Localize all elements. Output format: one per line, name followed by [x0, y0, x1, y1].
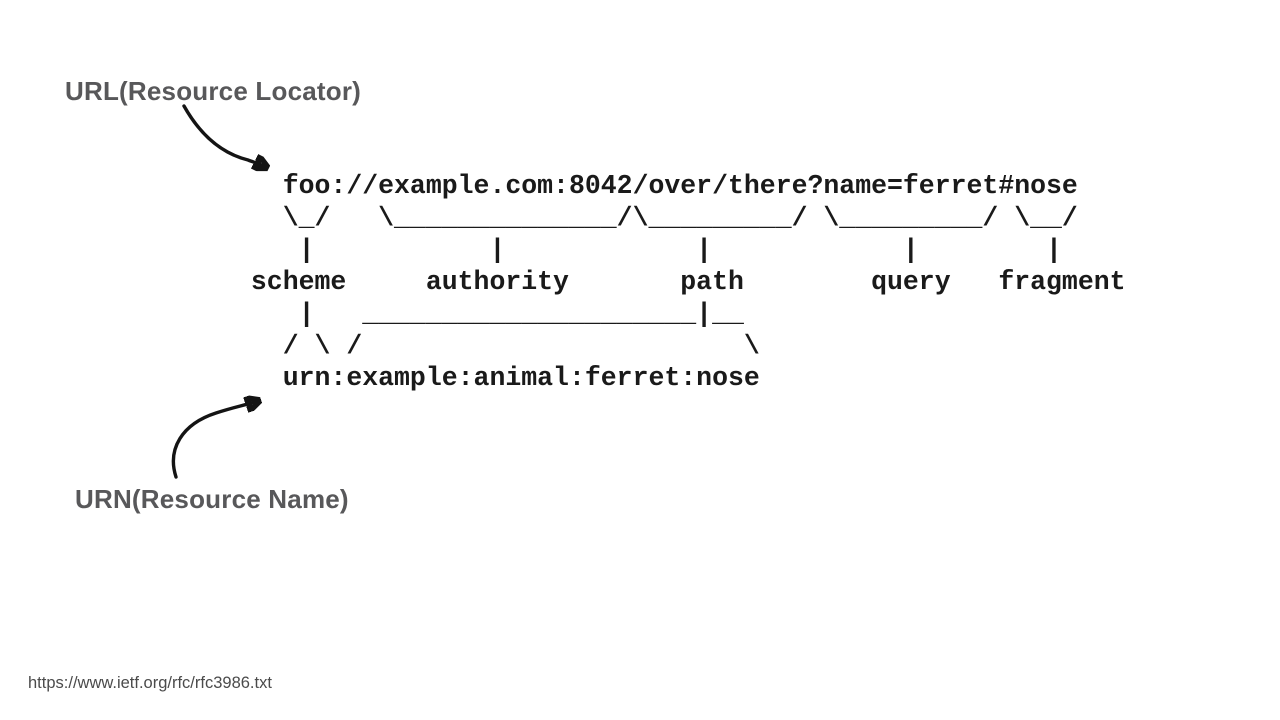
- source-url: https://www.ietf.org/rfc/rfc3986.txt: [28, 674, 272, 692]
- ascii-line-urn: urn:example:animal:ferret:nose: [235, 363, 760, 393]
- ascii-line-component-labels: scheme authority path query fragment: [235, 267, 1126, 297]
- ascii-line-urn-connector-bottom: / \ / \: [235, 331, 760, 361]
- ascii-line-uri: foo://example.com:8042/over/there?name=f…: [235, 171, 1078, 201]
- ascii-line-urn-connector-top: | _____________________|__: [235, 299, 744, 329]
- url-arrow: [182, 104, 266, 167]
- uri-ascii-diagram: foo://example.com:8042/over/there?name=f…: [235, 170, 1126, 394]
- urn-callout-label: URN(Resource Name): [75, 484, 349, 514]
- ascii-line-pipes: | | | | |: [235, 235, 1062, 265]
- urn-arrow: [171, 401, 258, 479]
- url-callout-label: URL(Resource Locator): [65, 76, 362, 106]
- ascii-line-brackets: \_/ \______________/\_________/ \_______…: [235, 203, 1078, 233]
